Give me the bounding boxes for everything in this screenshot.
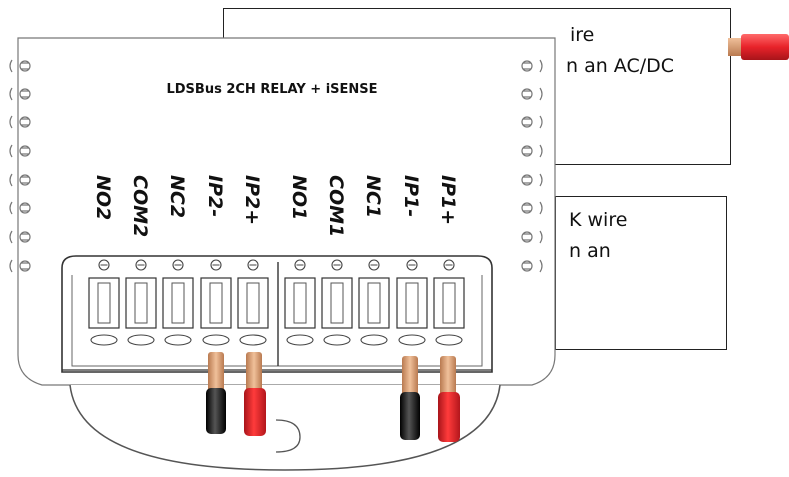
terminal-label-com2: COM2 [129,175,151,237]
terminal-cell-ip1minus [396,277,428,329]
terminal-label-ip1minus: IP1- [400,175,422,217]
terminal-label-com1: COM1 [325,175,347,237]
wire-ip1-plus-red [438,356,460,442]
wire-ip2-plus-red [244,352,266,436]
callout-black-wire [555,196,727,350]
terminal-cell-no2 [88,277,120,329]
terminal-cell-ip1plus [433,277,465,329]
callout-red-wire-line2: n an AC/DC [566,55,675,77]
terminal-label-ip1plus: IP1+ [437,175,459,225]
callout-red-wire-line1: ire [570,24,595,46]
terminal-label-ip2plus: IP2+ [241,175,263,225]
terminal-label-nc1: NC1 [362,175,384,218]
terminal-cell-nc1 [358,277,390,329]
terminal-labels: NO2 COM2 NC2 IP2- IP2+ NO1 COM1 NC1 IP1- IP1+ [92,175,459,237]
terminal-cell-ip2plus [237,277,269,329]
terminal-label-no1: NO1 [288,175,310,220]
wire-ip2-minus-black [206,352,226,434]
right-pin-column [521,59,543,273]
terminal-label-ip2minus: IP2- [204,175,226,217]
terminal-cells [88,259,465,346]
terminal-cell-com1 [321,277,353,329]
terminal-label-nc2: NC2 [166,175,188,218]
wire-ip1-minus-black [400,356,420,440]
terminal-cell-com2 [125,277,157,329]
board-title: LDSBus 2CH RELAY + iSENSE [166,82,377,97]
terminal-cell-no1 [284,277,316,329]
left-pin-column [9,59,31,273]
terminal-label-no2: NO2 [92,175,114,220]
callout-black-wire-line1: K wire [569,209,628,231]
terminal-cell-nc2 [162,277,194,329]
callout-black-wire-line2: n an [569,240,611,262]
board-body [17,37,556,471]
red-wire-end [728,34,789,60]
terminal-cell-ip2minus [200,277,232,329]
